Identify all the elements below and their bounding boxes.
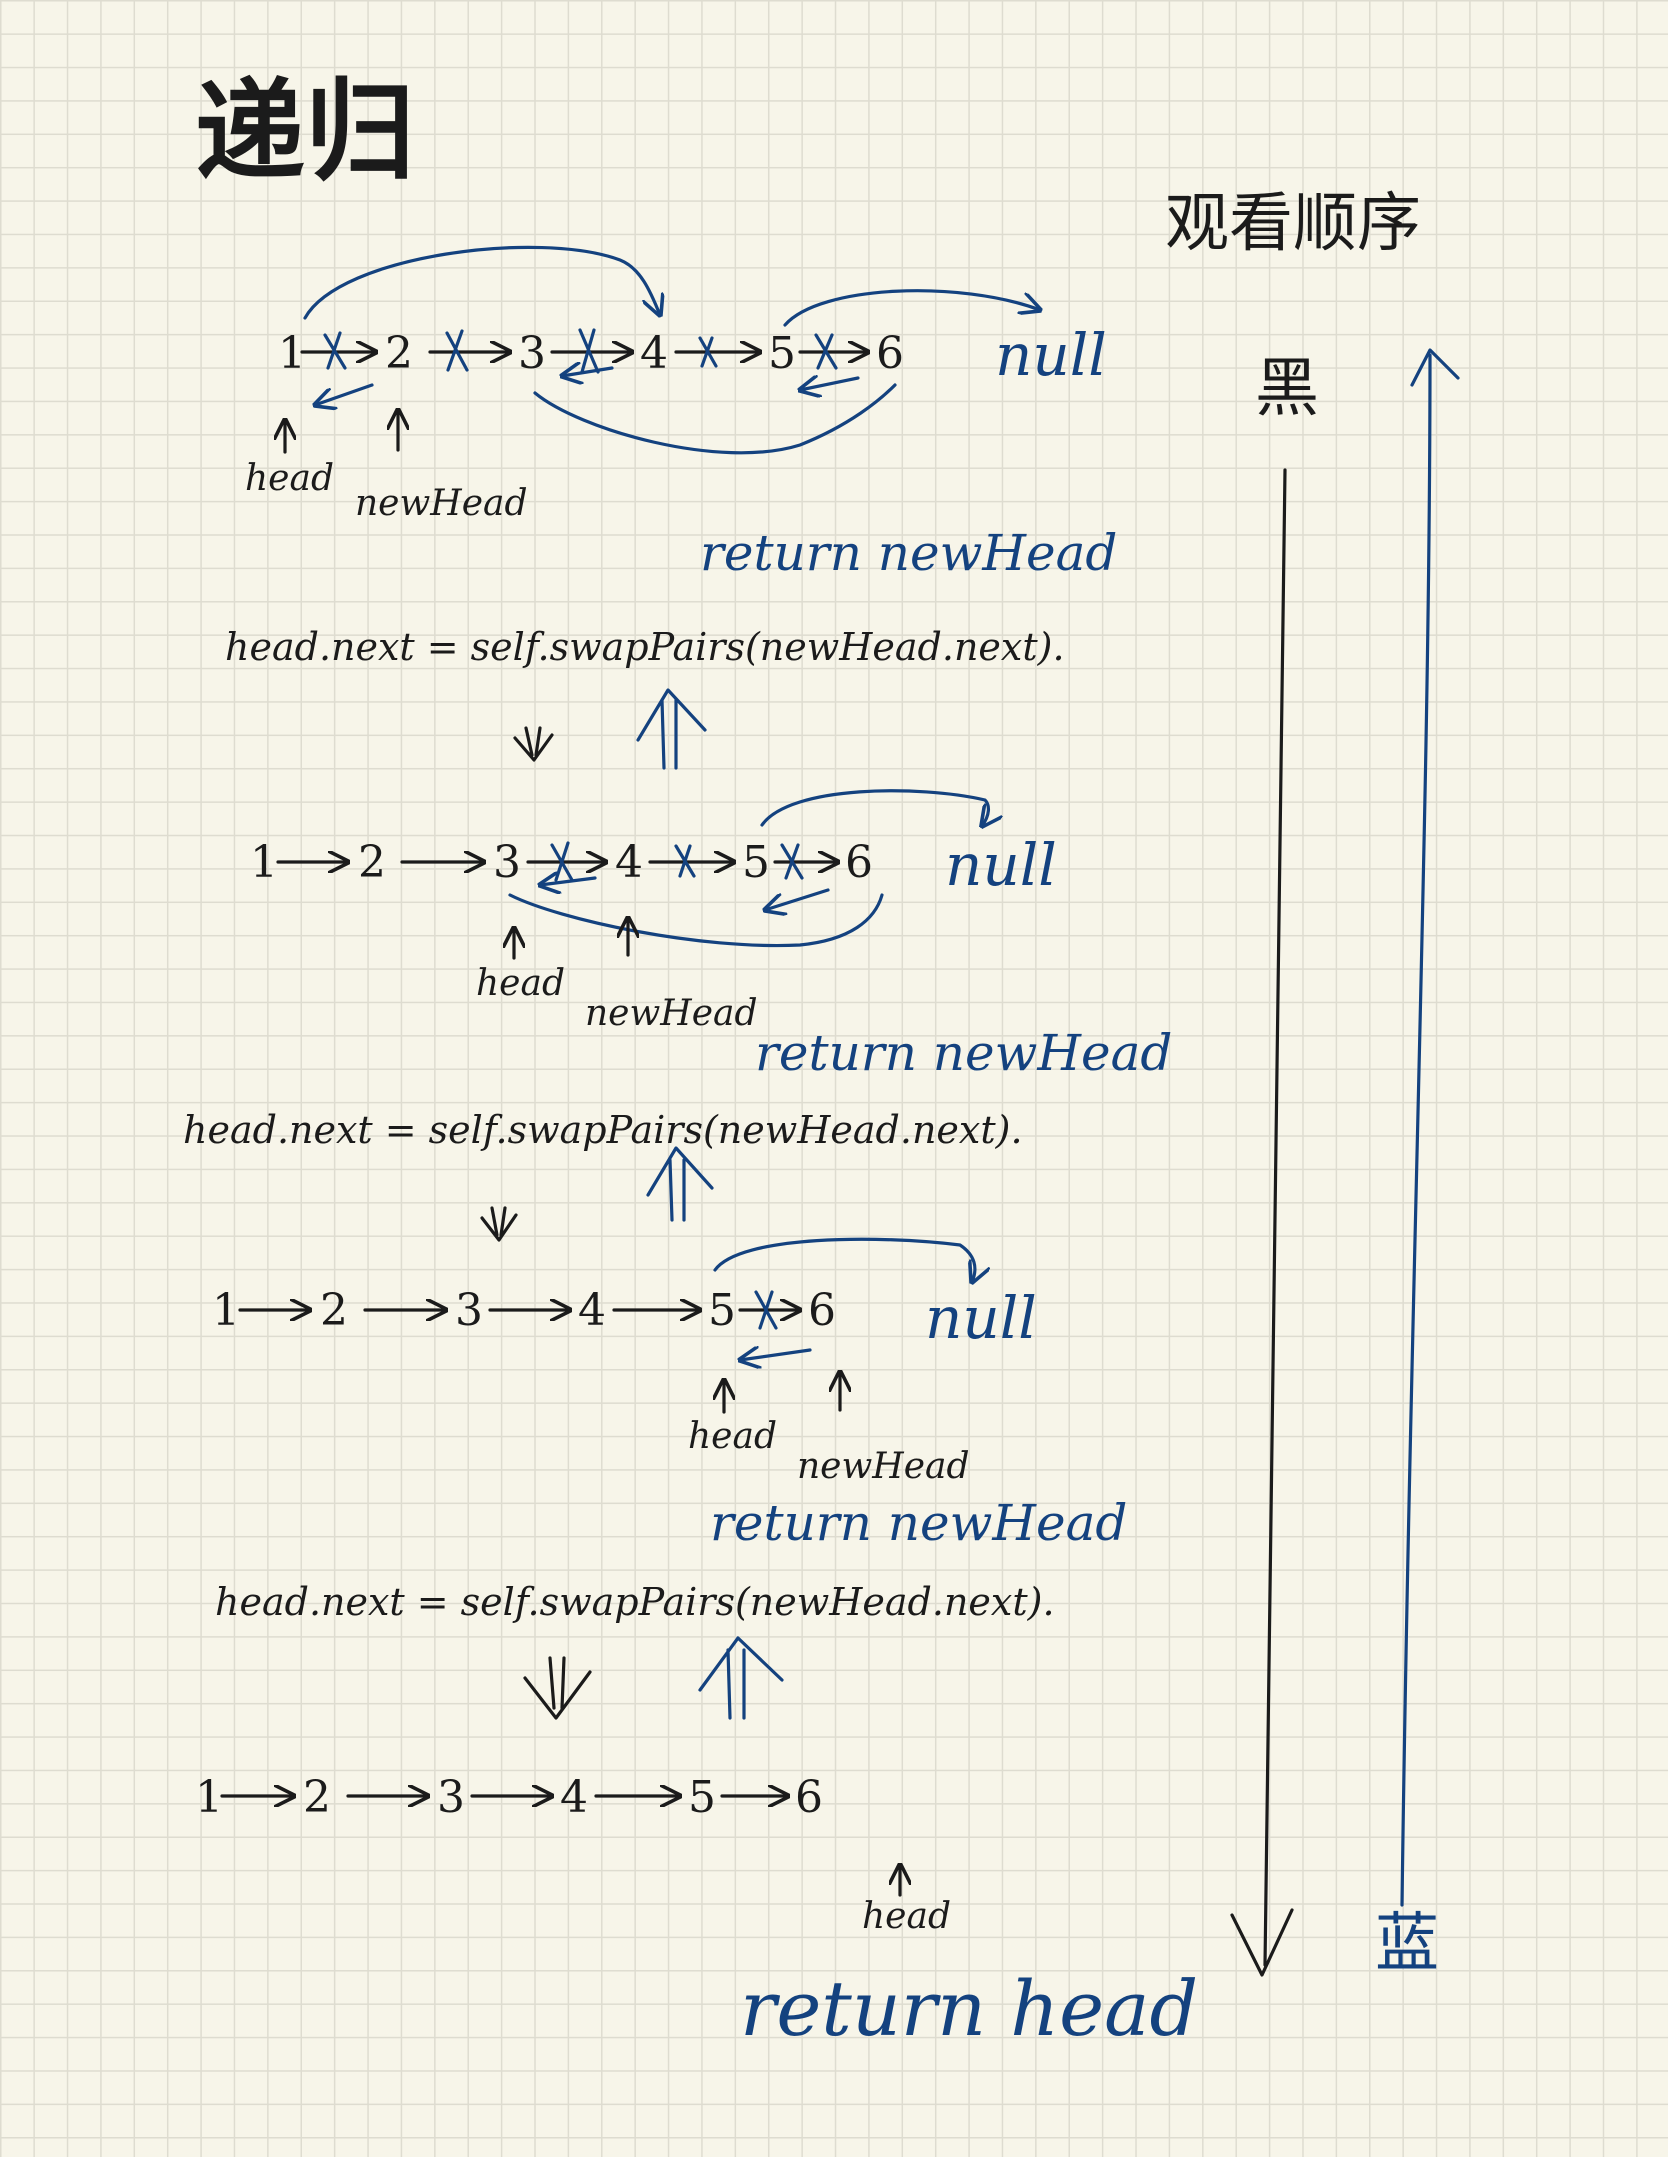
arc-5-to-null (713, 1237, 975, 1282)
list-level-4: 1 2 3 4 5 6 head (195, 1772, 951, 1937)
node-5: 5 (742, 837, 770, 888)
newhead-label: newHead (797, 1446, 970, 1487)
up-double-arrow-3 (698, 1636, 784, 1720)
node-1: 1 (250, 837, 278, 888)
cross-marks (323, 328, 838, 374)
node-4: 4 (640, 328, 668, 379)
list-level-2: 1 2 3 4 5 6 null head newHead (250, 789, 1057, 1034)
node-3: 3 (455, 1285, 483, 1336)
black-down-arrow (1263, 468, 1287, 1967)
head-label: head (245, 458, 334, 499)
cross-marks (754, 1290, 778, 1330)
cross-marks (550, 841, 804, 882)
node-2: 2 (320, 1285, 348, 1336)
newhead-label: newHead (355, 483, 528, 524)
back-arrow-6-5 (800, 378, 860, 390)
back-arrow-6-5 (765, 888, 830, 910)
down-double-arrow-2 (480, 1206, 518, 1242)
up-double-arrow-1 (636, 688, 707, 770)
node-4: 4 (615, 837, 643, 888)
list-level-3: 1 2 3 4 5 6 null head newHead (212, 1237, 1037, 1487)
page-title: 递归 (195, 68, 415, 196)
node-6: 6 (808, 1285, 836, 1336)
null-label: null (925, 1284, 1037, 1352)
node-5: 5 (688, 1772, 716, 1823)
node-4: 4 (578, 1285, 606, 1336)
node-4: 4 (560, 1772, 588, 1823)
back-arrow-4-3 (562, 368, 614, 376)
arc-bottom (508, 893, 884, 948)
return-newhead-3: return newHead (710, 1494, 1127, 1552)
node-5: 5 (768, 328, 796, 379)
node-3: 3 (493, 837, 521, 888)
head-label: head (476, 963, 565, 1004)
arc-bottom (533, 383, 897, 455)
return-newhead-2: return newHead (755, 1024, 1172, 1082)
black-down-arrowhead (1230, 1908, 1294, 1977)
blue-order-label: 蓝 (1375, 1907, 1439, 1981)
list-level-1: 1 2 3 4 5 6 null head newHead (245, 245, 1107, 524)
node-2: 2 (303, 1772, 331, 1823)
node-5: 5 (708, 1285, 736, 1336)
down-double-arrow-3 (523, 1656, 592, 1720)
null-label: null (945, 831, 1057, 899)
black-order-label: 黑 (1255, 352, 1319, 426)
blue-up-arrow (1400, 353, 1432, 1907)
back-arrow-4-3 (540, 878, 597, 885)
node-6: 6 (795, 1772, 823, 1823)
viewing-order-label: 观看顺序 (1165, 187, 1421, 261)
code-line-2: head.next = self.swapPairs(newHead.next)… (183, 1108, 1023, 1152)
node-2: 2 (358, 837, 386, 888)
node-1: 1 (195, 1772, 223, 1823)
node-2: 2 (385, 328, 413, 379)
arc-5-to-null (783, 289, 1040, 327)
head-label: head (862, 1896, 951, 1937)
node-3: 3 (518, 328, 546, 379)
node-1: 1 (212, 1285, 240, 1336)
node-1: 1 (278, 328, 306, 379)
code-line-3: head.next = self.swapPairs(newHead.next)… (215, 1580, 1055, 1624)
code-line-1: head.next = self.swapPairs(newHead.next)… (225, 625, 1065, 669)
return-newhead-1: return newHead (700, 524, 1117, 582)
back-arrow-6-5 (740, 1350, 812, 1360)
arc-1-to-4 (303, 245, 660, 318)
node-6: 6 (876, 328, 904, 379)
node-6: 6 (845, 837, 873, 888)
null-label: null (995, 321, 1107, 389)
newhead-label: newHead (585, 993, 758, 1034)
head-label: head (688, 1416, 777, 1457)
down-double-arrow-1 (513, 726, 554, 762)
node-3: 3 (437, 1772, 465, 1823)
back-arrow-2-1 (315, 383, 374, 405)
blue-up-arrowhead (1410, 348, 1460, 387)
arc-5-to-null (760, 789, 988, 826)
up-double-arrow-2 (646, 1146, 714, 1222)
return-head-final: return head (740, 1964, 1198, 2053)
